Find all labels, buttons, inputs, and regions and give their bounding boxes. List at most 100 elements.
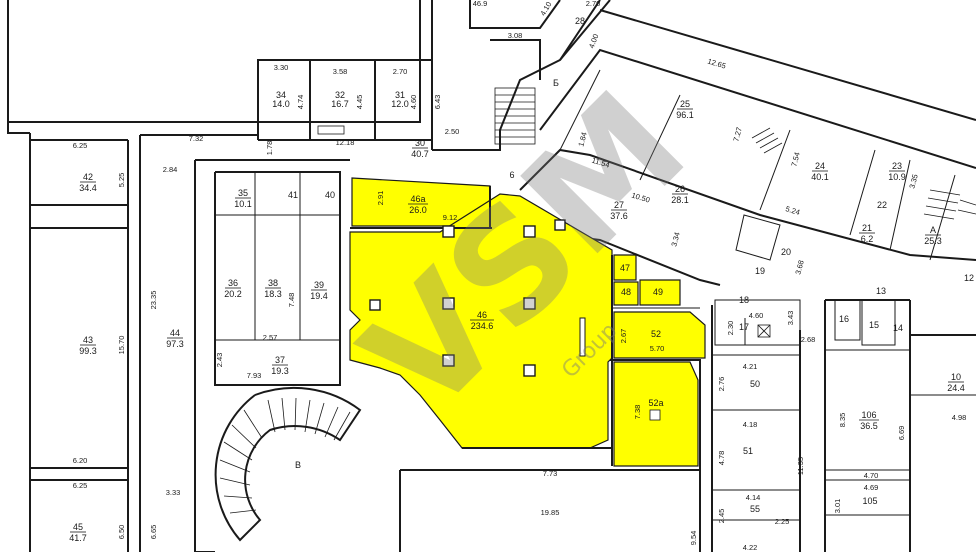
room-label-36[interactable]: 36 20.2 (224, 278, 242, 299)
room-label-28[interactable]: 28 (575, 16, 585, 26)
svg-text:12.0: 12.0 (391, 99, 409, 109)
room-label-37[interactable]: 37 19.3 (271, 355, 289, 376)
svg-text:2.57: 2.57 (263, 333, 278, 342)
svg-text:7.73: 7.73 (543, 469, 558, 478)
room-label-19[interactable]: 19 (755, 266, 765, 276)
room-label-44[interactable]: 44 97.3 (166, 328, 184, 349)
svg-text:52а: 52а (648, 398, 663, 408)
svg-text:6.50: 6.50 (117, 525, 126, 540)
room-label-15[interactable]: 15 (869, 320, 879, 330)
room-label-v[interactable]: В (295, 460, 301, 470)
room-label-48[interactable]: 48 (621, 287, 631, 297)
room-label-24[interactable]: 24 40.1 (811, 161, 829, 182)
room-49-shape[interactable] (639, 279, 681, 306)
room-label-52a[interactable]: 52а (648, 398, 664, 421)
svg-text:23: 23 (892, 161, 902, 171)
svg-text:26.0: 26.0 (409, 205, 427, 215)
room-48-shape[interactable] (613, 281, 639, 306)
room-label-46[interactable]: 46 234.6 (470, 310, 494, 331)
svg-text:6.25: 6.25 (73, 141, 88, 150)
room-label-10[interactable]: 10 24.4 (947, 372, 965, 393)
room-47-shape[interactable] (613, 254, 637, 281)
svg-text:5.70: 5.70 (650, 344, 665, 353)
room-label-16[interactable]: 16 (839, 314, 849, 324)
room-label-12[interactable]: 12 (964, 273, 974, 283)
svg-text:10.1: 10.1 (234, 199, 252, 209)
svg-text:50: 50 (750, 379, 760, 389)
svg-text:10.9: 10.9 (888, 172, 906, 182)
room-label-39[interactable]: 39 19.4 (310, 280, 328, 301)
room-label-b[interactable]: Б (553, 78, 559, 88)
svg-text:37.6: 37.6 (610, 211, 628, 221)
svg-text:42: 42 (83, 172, 93, 182)
room-label-14[interactable]: 14 (893, 323, 903, 333)
room-label-41[interactable]: 41 (288, 190, 298, 200)
svg-text:2.70: 2.70 (586, 0, 601, 8)
room-label-30[interactable]: 30 40.7 (411, 138, 429, 159)
room-label-35[interactable]: 35 10.1 (234, 188, 252, 209)
room-label-42[interactable]: 42 34.4 (79, 172, 97, 193)
room-label-20[interactable]: 20 (781, 247, 791, 257)
room-label-13[interactable]: 13 (876, 286, 886, 296)
svg-text:34.4: 34.4 (79, 183, 97, 193)
room-label-25[interactable]: 25 96.1 (676, 99, 694, 120)
svg-text:51: 51 (743, 446, 753, 456)
svg-text:38: 38 (268, 278, 278, 288)
svg-text:4.74: 4.74 (296, 95, 305, 110)
svg-text:40.7: 40.7 (411, 149, 429, 159)
svg-text:2.67: 2.67 (619, 329, 628, 344)
room-label-a[interactable]: А 25.3 (924, 225, 942, 246)
svg-text:2.68: 2.68 (801, 335, 816, 344)
room-label-40[interactable]: 40 (325, 190, 335, 200)
svg-text:4.78: 4.78 (717, 451, 726, 466)
svg-text:97.3: 97.3 (166, 339, 184, 349)
svg-text:6.43: 6.43 (433, 95, 442, 110)
svg-text:43: 43 (83, 335, 93, 345)
svg-text:32: 32 (335, 90, 345, 100)
room-label-105[interactable]: 105 (862, 496, 877, 506)
svg-text:37: 37 (275, 355, 285, 365)
svg-text:28: 28 (575, 16, 585, 26)
svg-text:31: 31 (395, 90, 405, 100)
svg-text:35: 35 (238, 188, 248, 198)
room-label-32[interactable]: 32 16.7 (331, 90, 349, 109)
svg-text:24.4: 24.4 (947, 383, 965, 393)
svg-text:234.6: 234.6 (471, 321, 494, 331)
svg-text:30: 30 (415, 138, 425, 148)
svg-text:4.18: 4.18 (743, 420, 758, 429)
svg-text:1.78: 1.78 (265, 141, 274, 156)
svg-text:В: В (295, 460, 301, 470)
room-label-52[interactable]: 52 (651, 329, 661, 339)
room-label-47[interactable]: 47 (620, 263, 630, 273)
room-label-18[interactable]: 18 (739, 295, 749, 305)
room-52-shape[interactable] (613, 311, 706, 359)
room-label-55[interactable]: 55 (750, 504, 760, 514)
svg-text:48: 48 (621, 287, 631, 297)
svg-text:36: 36 (228, 278, 238, 288)
room-label-49[interactable]: 49 (653, 287, 663, 297)
svg-text:26: 26 (675, 184, 685, 194)
svg-text:18.3: 18.3 (264, 289, 282, 299)
svg-text:6: 6 (509, 170, 514, 180)
room-label-106[interactable]: 106 36.5 (859, 410, 879, 431)
room-label-46a[interactable]: 46а 26.0 (408, 194, 428, 215)
svg-text:2.76: 2.76 (717, 377, 726, 392)
room-label-45[interactable]: 45 41.7 (69, 522, 87, 543)
room-label-27[interactable]: 27 37.6 (610, 200, 628, 221)
room-label-43[interactable]: 43 99.3 (79, 335, 97, 356)
room-label-17[interactable]: 17 (739, 322, 771, 338)
room-label-21[interactable]: 21 6.2 (859, 223, 875, 244)
room-label-51[interactable]: 51 (743, 446, 753, 456)
svg-text:20.2: 20.2 (224, 289, 242, 299)
room-label-26[interactable]: 26 28.1 (671, 184, 689, 205)
room-label-38[interactable]: 38 18.3 (264, 278, 282, 299)
room-label-6[interactable]: 6 (509, 170, 514, 180)
svg-text:47: 47 (620, 263, 630, 273)
svg-text:16.7: 16.7 (331, 99, 349, 109)
room-label-22[interactable]: 22 (877, 200, 887, 210)
room-label-31[interactable]: 31 12.0 (391, 90, 409, 109)
room-label-23[interactable]: 23 10.9 (888, 161, 906, 182)
room-label-34[interactable]: 34 14.0 (272, 90, 290, 109)
svg-text:4.45: 4.45 (355, 95, 364, 110)
room-label-50[interactable]: 50 (750, 379, 760, 389)
